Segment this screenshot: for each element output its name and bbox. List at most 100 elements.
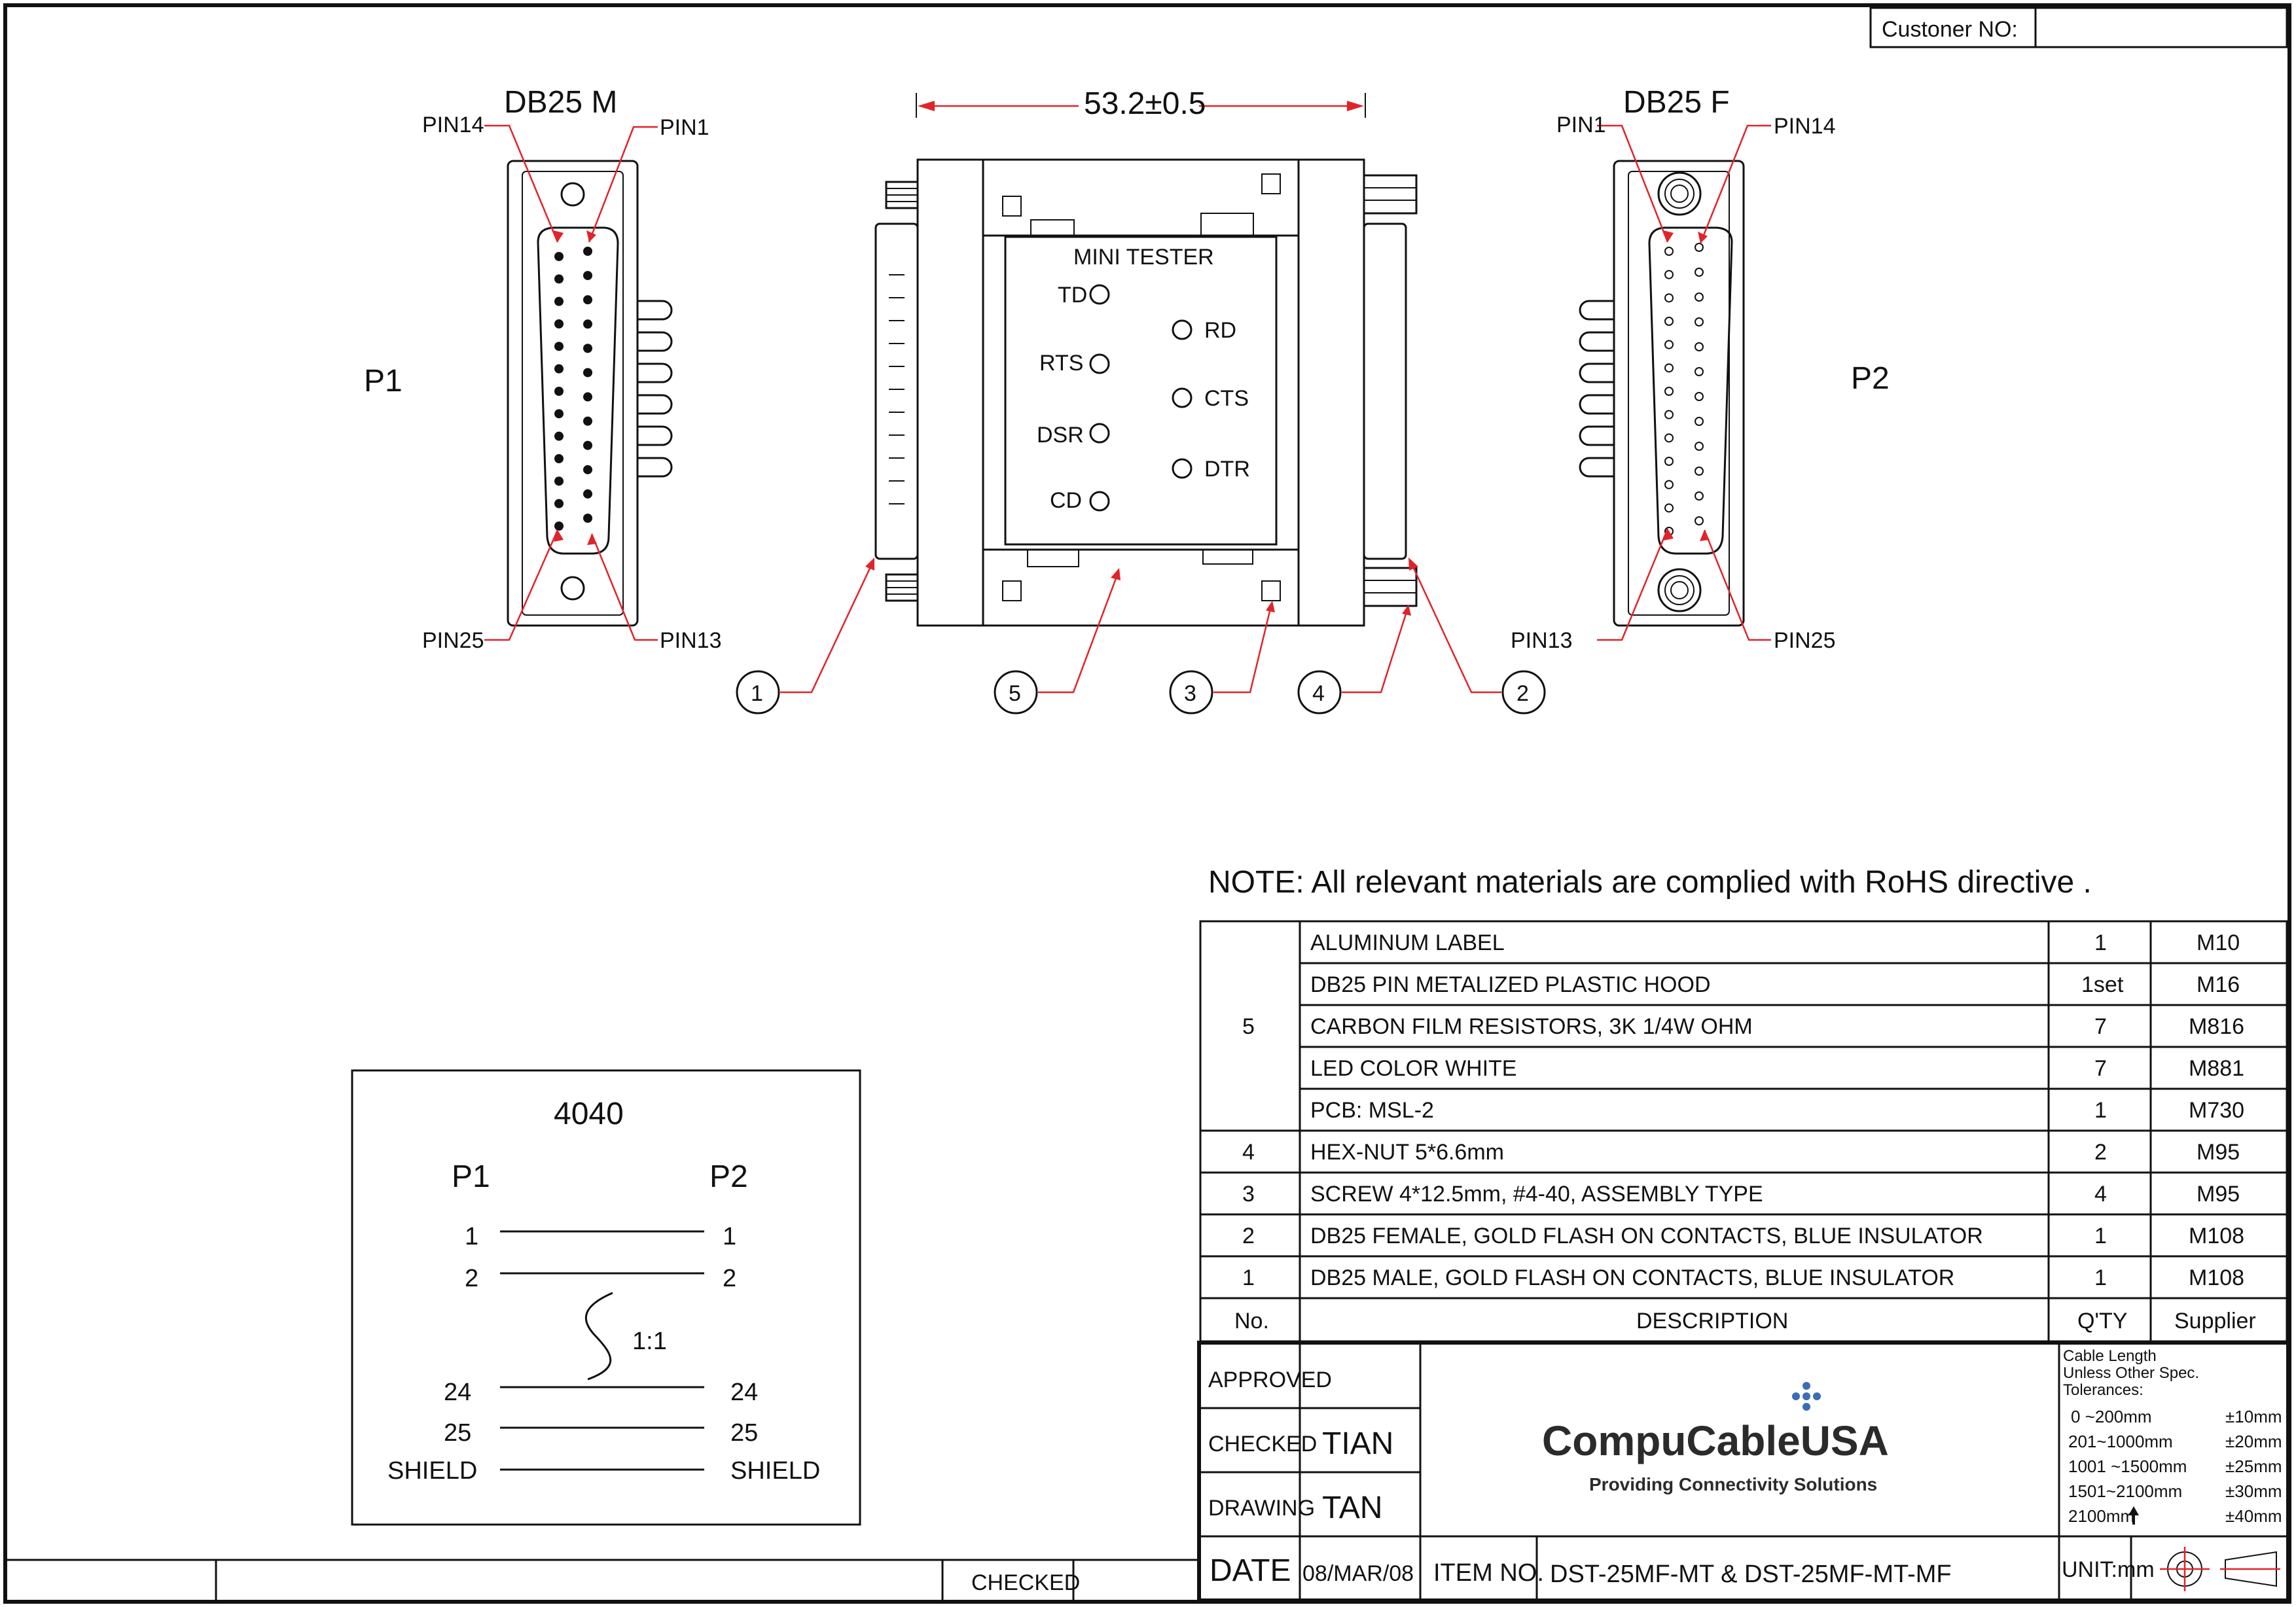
connector-pin — [1664, 457, 1674, 466]
tolerance-value: ±10mm — [2225, 1407, 2282, 1426]
wiring-ratio: 1:1 — [632, 1328, 667, 1355]
connector-pin — [1664, 503, 1674, 513]
wiring-row-left: 1 — [465, 1223, 478, 1250]
connector-pin — [554, 274, 564, 284]
bom-row-description: CARBON FILM RESISTORS, 3K 1/4W OHM — [1310, 1014, 1753, 1039]
tester-left-pins — [889, 274, 905, 504]
tolerance-value: ±30mm — [2225, 1481, 2282, 1501]
p2-pin14-label: PIN14 — [1774, 114, 1836, 139]
connector-pin — [554, 521, 564, 531]
bom-row-description: DB25 PIN METALIZED PLASTIC HOOD — [1310, 972, 1711, 997]
tolerance-range: 201~1000mm — [2068, 1432, 2173, 1451]
bom-row-no: 1 — [1242, 1265, 1255, 1290]
svg-text:4: 4 — [1312, 681, 1325, 706]
led-rts: RTS — [1039, 351, 1110, 376]
connector-pin — [583, 271, 592, 281]
p1-mount-hole-bottom — [560, 576, 585, 601]
footer-checked: CHECKED — [971, 1570, 1080, 1595]
bom-row-no: 3 — [1242, 1182, 1255, 1207]
tester-left-screw-top — [885, 181, 919, 209]
bom-row-description: PCB: MSL-2 — [1310, 1098, 1434, 1123]
tolerance-range: 1501~2100mm — [2068, 1481, 2182, 1501]
callout-4: 4 — [1297, 605, 1411, 715]
callout-2: 2 — [1408, 557, 1546, 715]
led-cts: CTS — [1172, 386, 1249, 411]
connector-pin — [583, 368, 592, 378]
connector-pin — [1695, 268, 1704, 277]
bom-row-supplier: M108 — [2189, 1265, 2244, 1290]
tester-right-connector — [1363, 222, 1407, 560]
connector-pin — [583, 440, 592, 450]
date-label: DATE — [1210, 1553, 1291, 1588]
p2-tabs — [1579, 300, 1614, 478]
wiring-row-right: SHIELD — [730, 1457, 820, 1485]
led-rd: RD — [1172, 318, 1236, 343]
connector-pin — [554, 252, 564, 261]
p1-tag: P1 — [364, 364, 403, 398]
tolerance-value: ±25mm — [2225, 1457, 2282, 1476]
svg-text:RD: RD — [1204, 318, 1236, 343]
logo-tagline: Providing Connectivity Solutions — [1589, 1474, 1877, 1494]
wiring-row-right: 1 — [723, 1223, 736, 1250]
connector-pin — [1664, 363, 1674, 373]
rohs-note: NOTE: All relevant materials are complie… — [1208, 865, 2092, 900]
connector-pin — [554, 499, 564, 508]
bom-header-description: DESCRIPTION — [1636, 1309, 1788, 1333]
connector-pin — [554, 342, 564, 351]
bom-row-supplier: M730 — [2189, 1098, 2244, 1123]
connector-pin — [1695, 442, 1704, 451]
logo-wordmark: CompuCableUSA — [1542, 1417, 1889, 1464]
svg-text:DTR: DTR — [1204, 457, 1250, 482]
p2-hexnut-top — [1657, 171, 1702, 216]
bom-row-qty: 7 — [2094, 1014, 2107, 1039]
bom-row-no: 4 — [1242, 1140, 1255, 1165]
svg-text:1: 1 — [751, 681, 763, 706]
p2-flange — [1628, 171, 1730, 616]
item-label: ITEM NO. — [1433, 1559, 1544, 1587]
wiring-box — [351, 1069, 861, 1526]
bom-row-supplier: M10 — [2197, 930, 2240, 955]
wiring-right-header: P2 — [709, 1159, 748, 1194]
p2-d-shell — [1648, 226, 1733, 555]
item-value: DST-25MF-MT & DST-25MF-MT-MF — [1550, 1561, 1952, 1588]
drawing-label: DRAWING — [1208, 1496, 1315, 1521]
customer-label: Custoner NO: — [1882, 17, 2018, 42]
p2-pin13-label: PIN13 — [1511, 628, 1573, 653]
svg-text:RTS: RTS — [1039, 351, 1083, 376]
callout-1: 1 — [736, 557, 874, 715]
p1-pins — [554, 247, 592, 531]
tester-body — [916, 158, 1365, 627]
connector-pin — [583, 416, 592, 426]
tolerance-header: Unless Other Spec. — [2063, 1364, 2199, 1382]
checked-label: CHECKED — [1208, 1432, 1317, 1457]
mini-tester: 53.2±0.5 — [736, 86, 1546, 715]
connector-pin — [1664, 433, 1674, 443]
connector-pin — [1695, 317, 1704, 327]
svg-text:5: 5 — [1009, 681, 1021, 706]
connector-pin — [1695, 367, 1704, 376]
sheet-border — [3, 3, 2291, 1604]
svg-text:3: 3 — [1184, 681, 1196, 706]
bom-row-qty: 1 — [2094, 930, 2107, 955]
connector-pin — [583, 514, 592, 523]
connector-pin — [583, 392, 592, 402]
bom-row-qty: 1 — [2094, 1224, 2107, 1248]
svg-text:DSR: DSR — [1037, 423, 1084, 448]
connector-pin — [583, 247, 592, 256]
svg-text:2: 2 — [1516, 681, 1529, 706]
bom-row-no: 5 — [1242, 1014, 1255, 1039]
connector-pin — [554, 296, 564, 306]
bom-row-qty: 2 — [2094, 1140, 2107, 1165]
p1-shell — [507, 160, 639, 627]
p1-tabs — [637, 300, 673, 478]
bom-row-qty: 4 — [2094, 1182, 2107, 1207]
bom-header-qty: Q'TY — [2077, 1309, 2127, 1333]
p2-tag: P2 — [1851, 361, 1890, 396]
wiring-row-left: 24 — [444, 1379, 471, 1406]
p1-d-shell — [537, 226, 619, 555]
p2-title: DB25 F — [1623, 85, 1730, 120]
bom-row-qty: 1 — [2094, 1265, 2107, 1290]
p1-title: DB25 M — [504, 85, 617, 120]
bom-row-supplier: M95 — [2197, 1140, 2240, 1165]
first-angle-projection-icon — [2160, 1547, 2280, 1591]
